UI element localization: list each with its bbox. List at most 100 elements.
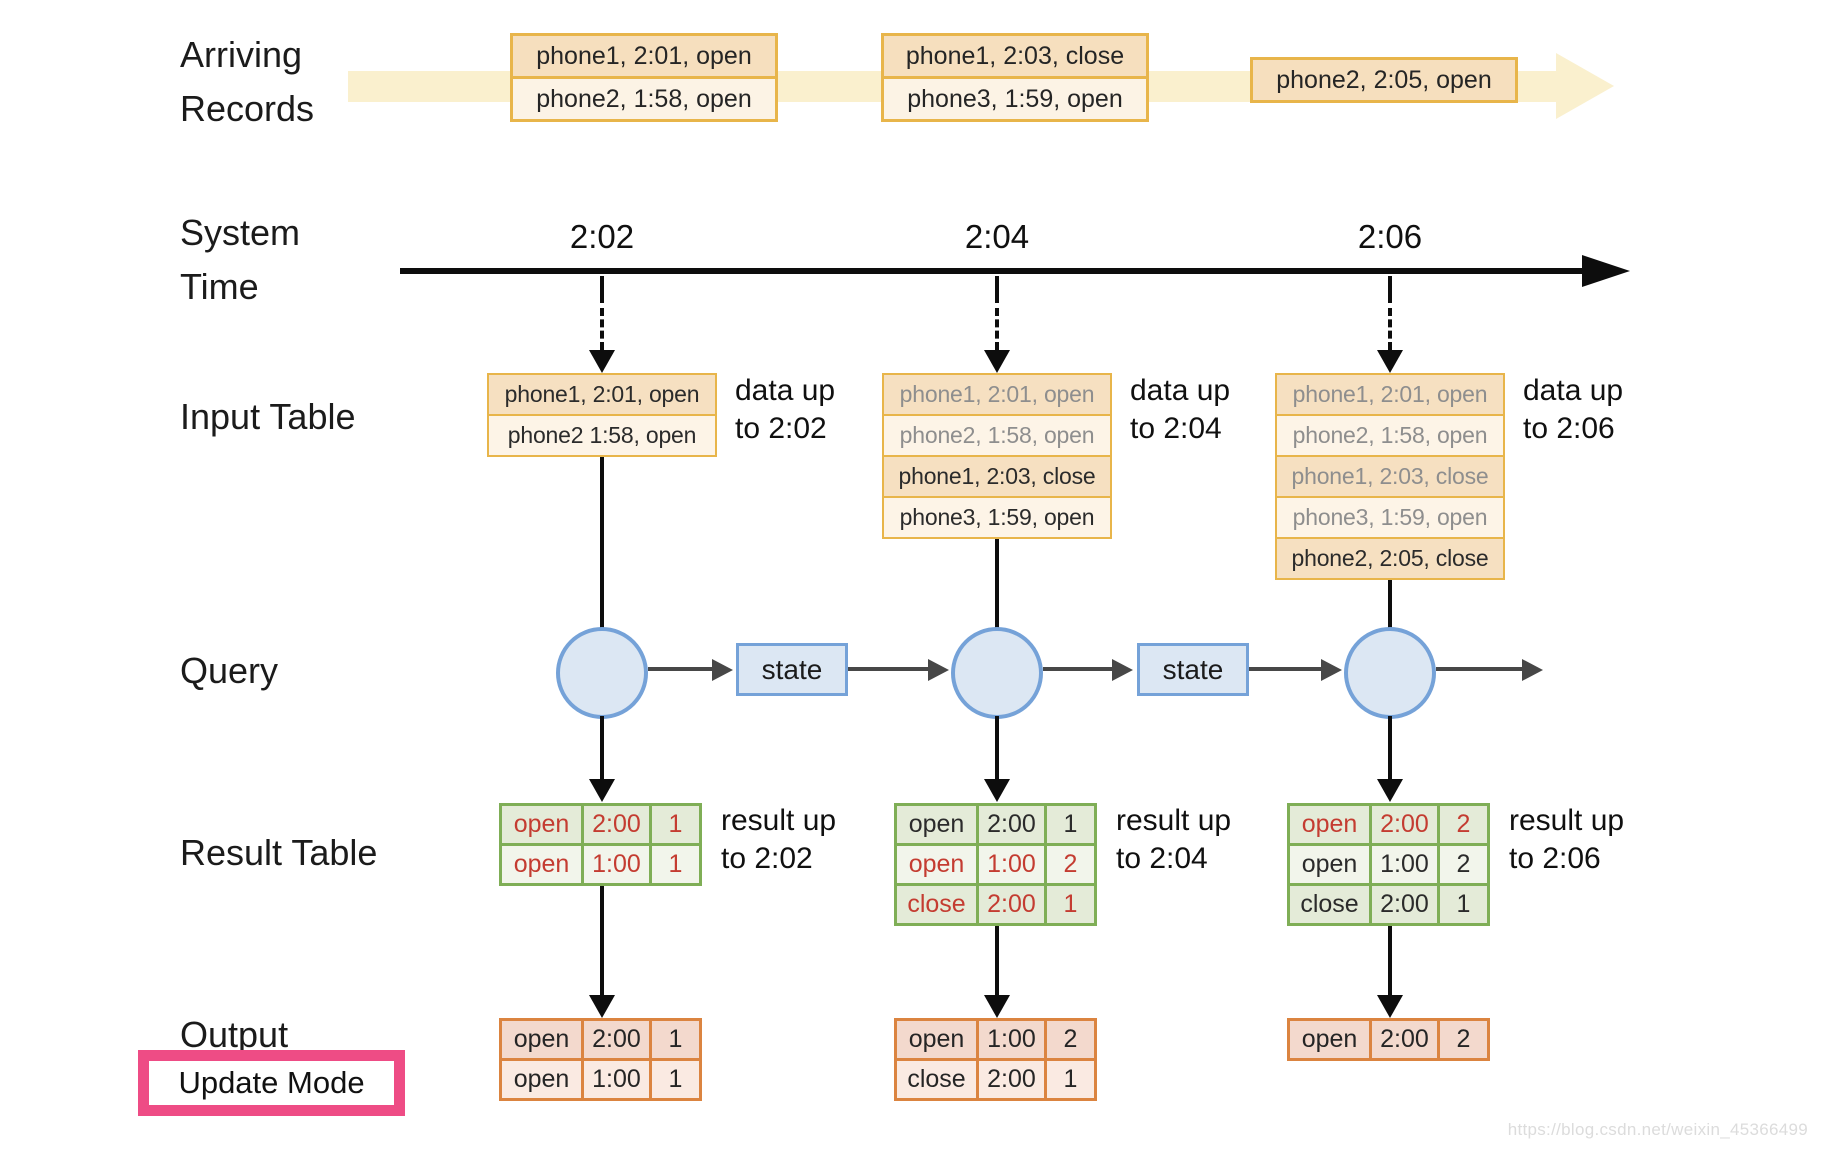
- output-cell: 2:00: [1369, 1018, 1440, 1061]
- result-cell: 2:00: [1369, 803, 1440, 846]
- result-cell: 1: [1437, 883, 1490, 926]
- output-cell: 2: [1437, 1018, 1490, 1061]
- input-table-row: phone1, 2:01, open: [1275, 373, 1505, 416]
- data-up-note: data up to 2:02: [735, 372, 835, 448]
- data-up-note-line1: data up: [1130, 374, 1231, 407]
- data-up-note: data up to 2:04: [1130, 372, 1230, 448]
- output-cell: close: [894, 1058, 979, 1101]
- input-table-row: phone3, 1:59, open: [1275, 496, 1505, 539]
- result-up-note: result up to 2:06: [1509, 802, 1624, 878]
- data-up-note-line2: to 2:02: [735, 412, 827, 445]
- output-cell: 1: [1044, 1058, 1097, 1101]
- row-label-output: Output: [180, 1014, 289, 1055]
- arriving-band-arrowhead-icon: [1556, 53, 1614, 119]
- result-cell: 1:00: [1369, 843, 1440, 886]
- output-cell: open: [1287, 1018, 1372, 1061]
- input-table-row: phone2, 1:58, open: [1275, 414, 1505, 457]
- result-table-row: close 2:00 1: [894, 883, 1097, 926]
- data-up-note-line1: data up: [1523, 374, 1624, 407]
- arrowhead-down-icon: [1377, 350, 1403, 373]
- data-up-note: data up to 2:06: [1523, 372, 1623, 448]
- result-table-row: open 1:00 1: [499, 843, 702, 886]
- output-table-row: close 2:00 1: [894, 1058, 1097, 1101]
- row-label-arriving-line2: Records: [180, 88, 315, 129]
- result-cell: 2: [1044, 843, 1097, 886]
- row-label-arriving-line1: Arriving: [180, 34, 303, 75]
- state-box: state: [1137, 643, 1249, 696]
- result-cell: 2:00: [1369, 883, 1440, 926]
- result-up-note: result up to 2:02: [721, 802, 836, 878]
- query-flow-line: [1043, 667, 1116, 671]
- row-label-system-line2: Time: [180, 266, 259, 307]
- result-cell: 2: [1437, 843, 1490, 886]
- arrowhead-right-icon: [1112, 659, 1133, 681]
- result-up-note: result up to 2:04: [1116, 802, 1231, 878]
- result-up-note-line1: result up: [1116, 804, 1232, 837]
- row-label-system-line1: System: [180, 212, 301, 253]
- result-to-output-line: [600, 886, 604, 995]
- result-to-output-line: [1388, 926, 1392, 995]
- query-to-result-line: [1388, 716, 1392, 779]
- result-cell: open: [1287, 803, 1372, 846]
- arrowhead-down-icon: [984, 995, 1010, 1018]
- output-table-row: open 1:00 1: [499, 1058, 702, 1101]
- input-table-row: phone1, 2:01, open: [882, 373, 1112, 416]
- arrowhead-right-icon: [1522, 659, 1543, 681]
- timeline-axis: [400, 268, 1584, 274]
- output-cell: 1: [649, 1018, 702, 1061]
- input-table-row: phone2, 1:58, open: [882, 414, 1112, 457]
- result-cell: open: [894, 803, 979, 846]
- result-cell: close: [1287, 883, 1372, 926]
- result-up-note-line1: result up: [721, 804, 837, 837]
- arriving-record: phone3, 1:59, open: [881, 76, 1149, 122]
- output-cell: open: [499, 1058, 584, 1101]
- output-cell: open: [894, 1018, 979, 1061]
- arrowhead-down-icon: [589, 350, 615, 373]
- result-table-row: open 2:00 1: [499, 803, 702, 846]
- result-cell: 1: [1044, 883, 1097, 926]
- row-label-input-table: Input Table: [180, 396, 356, 437]
- arriving-record: phone2, 2:05, open: [1250, 57, 1518, 103]
- output-cell: 1:00: [581, 1058, 652, 1101]
- result-to-output-line: [995, 926, 999, 995]
- input-table-row: phone3, 1:59, open: [882, 496, 1112, 539]
- arrowhead-down-icon: [589, 779, 615, 802]
- timeline-tick: [995, 276, 999, 303]
- output-cell: 2:00: [976, 1058, 1047, 1101]
- result-cell: close: [894, 883, 979, 926]
- time-tick-label: 2:06: [1357, 218, 1423, 255]
- input-to-query-line: [600, 457, 604, 631]
- query-node-circle: [951, 627, 1043, 719]
- result-table-row: open 1:00 2: [894, 843, 1097, 886]
- update-mode-label: Update Mode: [178, 1065, 365, 1100]
- result-up-note-line2: to 2:04: [1116, 842, 1208, 875]
- arrowhead-down-icon: [984, 779, 1010, 802]
- dashed-trigger-arrow: [995, 308, 999, 350]
- arriving-record: phone1, 2:03, close: [881, 33, 1149, 79]
- query-node-circle: [1344, 627, 1436, 719]
- timeline-tick: [600, 276, 604, 303]
- output-table-row: open 2:00 2: [1287, 1018, 1490, 1061]
- query-to-result-line: [600, 716, 604, 779]
- input-to-query-line: [995, 539, 999, 631]
- query-node-circle: [556, 627, 648, 719]
- result-cell: 2:00: [976, 883, 1047, 926]
- output-cell: 2: [1044, 1018, 1097, 1061]
- result-up-note-line2: to 2:06: [1509, 842, 1601, 875]
- row-label-result-table: Result Table: [180, 832, 378, 873]
- state-box: state: [736, 643, 848, 696]
- result-cell: open: [499, 803, 584, 846]
- result-cell: 1: [649, 803, 702, 846]
- query-to-result-line: [995, 716, 999, 779]
- result-up-note-line1: result up: [1509, 804, 1625, 837]
- update-mode-badge: Update Mode: [138, 1050, 405, 1116]
- arrowhead-right-icon: [928, 659, 949, 681]
- result-cell: open: [499, 843, 584, 886]
- result-cell: 1: [1044, 803, 1097, 846]
- arrowhead-down-icon: [1377, 779, 1403, 802]
- arrowhead-right-icon: [712, 659, 733, 681]
- input-table-row: phone1, 2:03, close: [1275, 455, 1505, 498]
- output-table-row: open 2:00 1: [499, 1018, 702, 1061]
- output-cell: 2:00: [581, 1018, 652, 1061]
- dashed-trigger-arrow: [600, 308, 604, 350]
